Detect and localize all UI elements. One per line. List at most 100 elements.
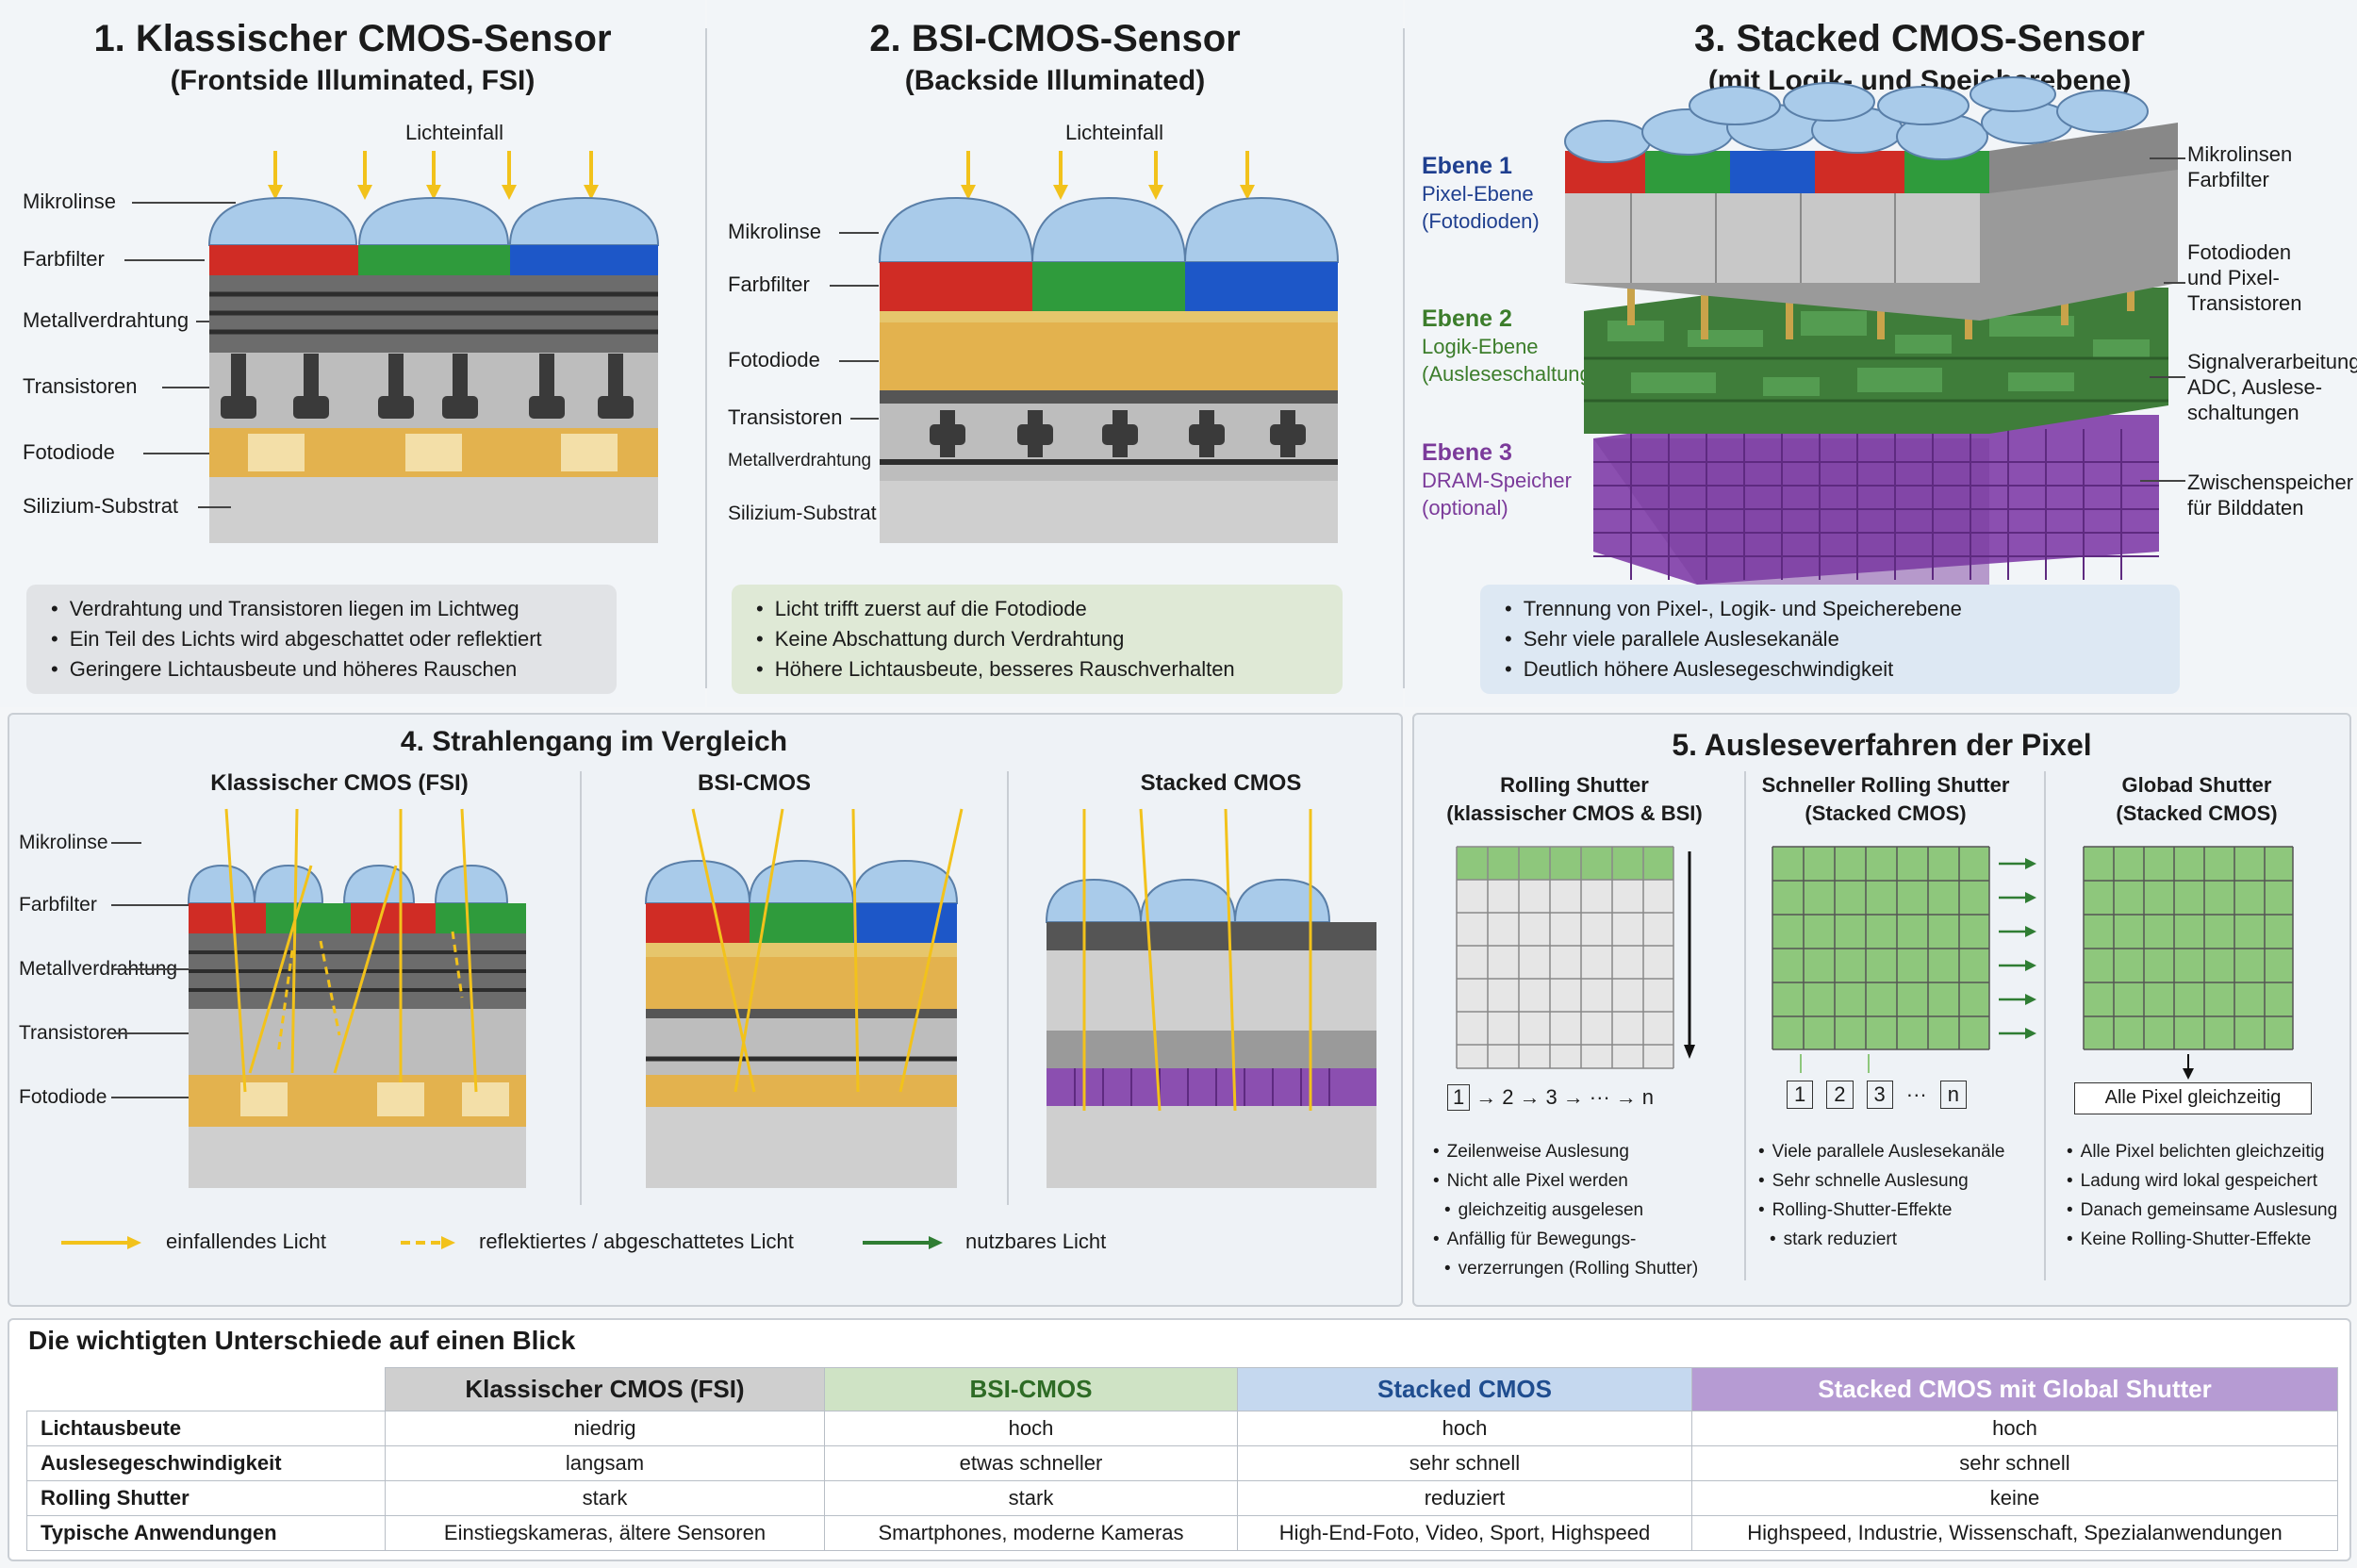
seq-item: ··· xyxy=(1905,1082,1927,1106)
fsi-subtitle: (Frontside Illuminated, FSI) xyxy=(170,65,536,96)
fsi-title: 1. Klassischer CMOS-Sensor xyxy=(93,18,612,59)
bsi-light-label: Lichteinfall xyxy=(1065,121,1163,144)
fsi-note: Ein Teil des Lichts wird abgeschattet od… xyxy=(51,624,592,654)
readout-bullet: Keine Rolling-Shutter-Effekte xyxy=(2067,1225,2337,1254)
stacked-label-photodiodes: Fotodioden und Pixel- Transistoren xyxy=(2187,239,2301,316)
bsi-note: Keine Abschattung durch Verdrahtung xyxy=(756,624,1318,654)
stacked-note: Sehr viele parallele Auslesekanäle xyxy=(1505,624,2155,654)
bsi-label-photodiode: Fotodiode xyxy=(728,348,820,371)
table-cell: hoch xyxy=(1691,1411,2338,1446)
table-cell: hoch xyxy=(824,1411,1238,1446)
seq-fast-rolling: 1 2 3 ··· n xyxy=(1787,1081,1967,1109)
stacked-label-line: ADC, Auslese- xyxy=(2187,375,2323,399)
fsi-panel: 1. Klassischer CMOS-Sensor (Frontside Il… xyxy=(0,0,705,707)
table-header: Klassischer CMOS (FSI) xyxy=(385,1367,825,1411)
readout-col-title-line: (klassischer CMOS & BSI) xyxy=(1446,801,1703,825)
readout-col-title-line: Globad Shutter xyxy=(2121,773,2272,797)
seq-item: 3 xyxy=(1545,1085,1558,1109)
beam-label-photodiode: Fotodiode xyxy=(19,1086,107,1108)
stacked-label-line: Mikrolinsen xyxy=(2187,142,2293,166)
beam-title: 4. Strahlengang im Vergleich xyxy=(400,726,788,757)
seq-item: ··· xyxy=(1589,1085,1610,1109)
readout-col2-title: Schneller Rolling Shutter (Stacked CMOS) xyxy=(1739,771,2032,828)
table-header-row: Klassischer CMOS (FSI) BSI-CMOS Stacked … xyxy=(27,1367,2338,1411)
arrow-icon: → xyxy=(1615,1085,1637,1109)
bsi-label-wiring: Metallverdrahtung xyxy=(728,451,872,470)
readout-bullet: Danach gemeinsame Auslesung xyxy=(2067,1196,2338,1225)
stacked-label-line: schaltungen xyxy=(2187,401,2299,424)
stacked-label-line: für Bilddaten xyxy=(2187,496,2304,520)
level-desc: Pixel-Ebene xyxy=(1422,182,1534,206)
fsi-leader-microlens xyxy=(132,202,236,204)
table-row-label: Lichtausbeute xyxy=(26,1411,386,1446)
fsi-label-photodiode: Fotodiode xyxy=(23,440,115,464)
bsi-subtitle: (Backside Illuminated) xyxy=(904,65,1206,96)
fsi-notes: Verdrahtung und Transistoren liegen im L… xyxy=(26,585,617,694)
readout-bullet: Sehr schnelle Auslesung xyxy=(1758,1166,2004,1196)
readout-bullet: Viele parallele Auslesekanäle xyxy=(1758,1137,2005,1166)
readout-col3-bullets: Alle Pixel belichten gleichzeitig Ladung… xyxy=(2067,1137,2338,1254)
stacked-panel: 3. Stacked CMOS-Sensor (mit Logik- und S… xyxy=(1405,0,2357,707)
seq-item: 1 xyxy=(1787,1081,1814,1109)
level-desc: Logik-Ebene xyxy=(1422,335,1539,358)
comparison-table: Klassischer CMOS (FSI) BSI-CMOS Stacked … xyxy=(26,1367,2338,1551)
table-cell: High-End-Foto, Video, Sport, Highspeed xyxy=(1237,1515,1692,1551)
fsi-leader-transistors xyxy=(162,387,209,388)
seq-item: 3 xyxy=(1866,1081,1893,1109)
readout-col-title-line: (Stacked CMOS) xyxy=(2116,801,2278,825)
table-cell: niedrig xyxy=(385,1411,825,1446)
fsi-leader-photodiode xyxy=(143,453,209,454)
table-cell: keine xyxy=(1691,1480,2338,1516)
readout-bullet: Anfällig für Bewegungs- xyxy=(1433,1225,1698,1254)
beam-diagram xyxy=(61,808,1376,1249)
legend-incident: einfallendes Licht xyxy=(166,1230,327,1253)
level-name: Ebene 3 xyxy=(1422,439,1512,466)
table-cell: Einstiegskameras, ältere Sensoren xyxy=(385,1515,825,1551)
bsi-light-arrows xyxy=(961,151,1255,200)
fsi-label-colorfilter: Farbfilter xyxy=(23,247,105,271)
arrow-icon: → xyxy=(1519,1085,1541,1109)
table-cell: langsam xyxy=(385,1445,825,1481)
beam-label-wiring: Metallverdrahtung xyxy=(19,958,178,980)
bsi-title: 2. BSI-CMOS-Sensor xyxy=(869,18,1241,59)
table-header: Stacked CMOS mit Global Shutter xyxy=(1691,1367,2338,1411)
level-name: Ebene 1 xyxy=(1422,153,1512,179)
readout-col-title-line: (Stacked CMOS) xyxy=(1805,801,1967,825)
bsi-leader-microlens xyxy=(839,232,879,234)
bsi-diagram xyxy=(878,151,1340,543)
table-row: Auslesegeschwindigkeit langsam etwas sch… xyxy=(26,1445,2338,1481)
table-row: Typische Anwendungen Einstiegskameras, ä… xyxy=(26,1515,2338,1551)
bsi-note: Höhere Lichtausbeute, besseres Rauschver… xyxy=(756,654,1318,685)
level-3-text: Ebene 3 DRAM-Speicher (optional) xyxy=(1422,439,1572,521)
bsi-label-microlens: Mikrolinse xyxy=(728,220,822,243)
seq-item: 1 xyxy=(1447,1084,1471,1111)
readout-col1-bullets: Zeilenweise Auslesung Nicht alle Pixel w… xyxy=(1433,1137,1699,1283)
level-desc: DRAM-Speicher xyxy=(1422,469,1572,492)
fsi-leader-colorfilter xyxy=(124,259,205,261)
beam-col2-title: BSI-CMOS xyxy=(698,770,811,796)
divider xyxy=(1744,771,1746,1280)
seq-item: n xyxy=(1939,1081,1967,1109)
divider xyxy=(1007,771,1009,1205)
table-cell: stark xyxy=(824,1480,1238,1516)
bsi-label-substrate: Silizium-Substrat xyxy=(728,503,877,524)
arrow-icon: → xyxy=(1562,1085,1584,1109)
seq-rolling: 1 → 2 → 3 → ··· → n xyxy=(1447,1084,1654,1111)
readout-col3-title: Globad Shutter (Stacked CMOS) xyxy=(2055,771,2338,828)
level-desc: (optional) xyxy=(1422,496,1508,520)
readout-panel: 5. Ausleseverfahren der Pixel Rolling Sh… xyxy=(1412,713,2351,1307)
table-row-label: Rolling Shutter xyxy=(26,1480,386,1516)
beam-col3-title: Stacked CMOS xyxy=(1140,770,1302,796)
table-cell: hoch xyxy=(1237,1411,1692,1446)
beam-col1-title: Klassischer CMOS (FSI) xyxy=(210,770,469,796)
fsi-label-transistors: Transistoren xyxy=(23,374,138,398)
bsi-leader-colorfilter xyxy=(830,285,879,287)
table-header: Stacked CMOS xyxy=(1237,1367,1692,1411)
table-cell: Highspeed, Industrie, Wissenschaft, Spez… xyxy=(1691,1515,2338,1551)
readout-bullet: Nicht alle Pixel werden xyxy=(1433,1166,1698,1196)
arrow-icon: → xyxy=(1475,1085,1497,1109)
fsi-light-label: Lichteinfall xyxy=(405,121,503,144)
stacked-title: 3. Stacked CMOS-Sensor xyxy=(1694,18,2145,59)
readout-bullet: verzerrungen (Rolling Shutter) xyxy=(1433,1254,1699,1283)
table-row-label: Auslesegeschwindigkeit xyxy=(26,1445,386,1481)
